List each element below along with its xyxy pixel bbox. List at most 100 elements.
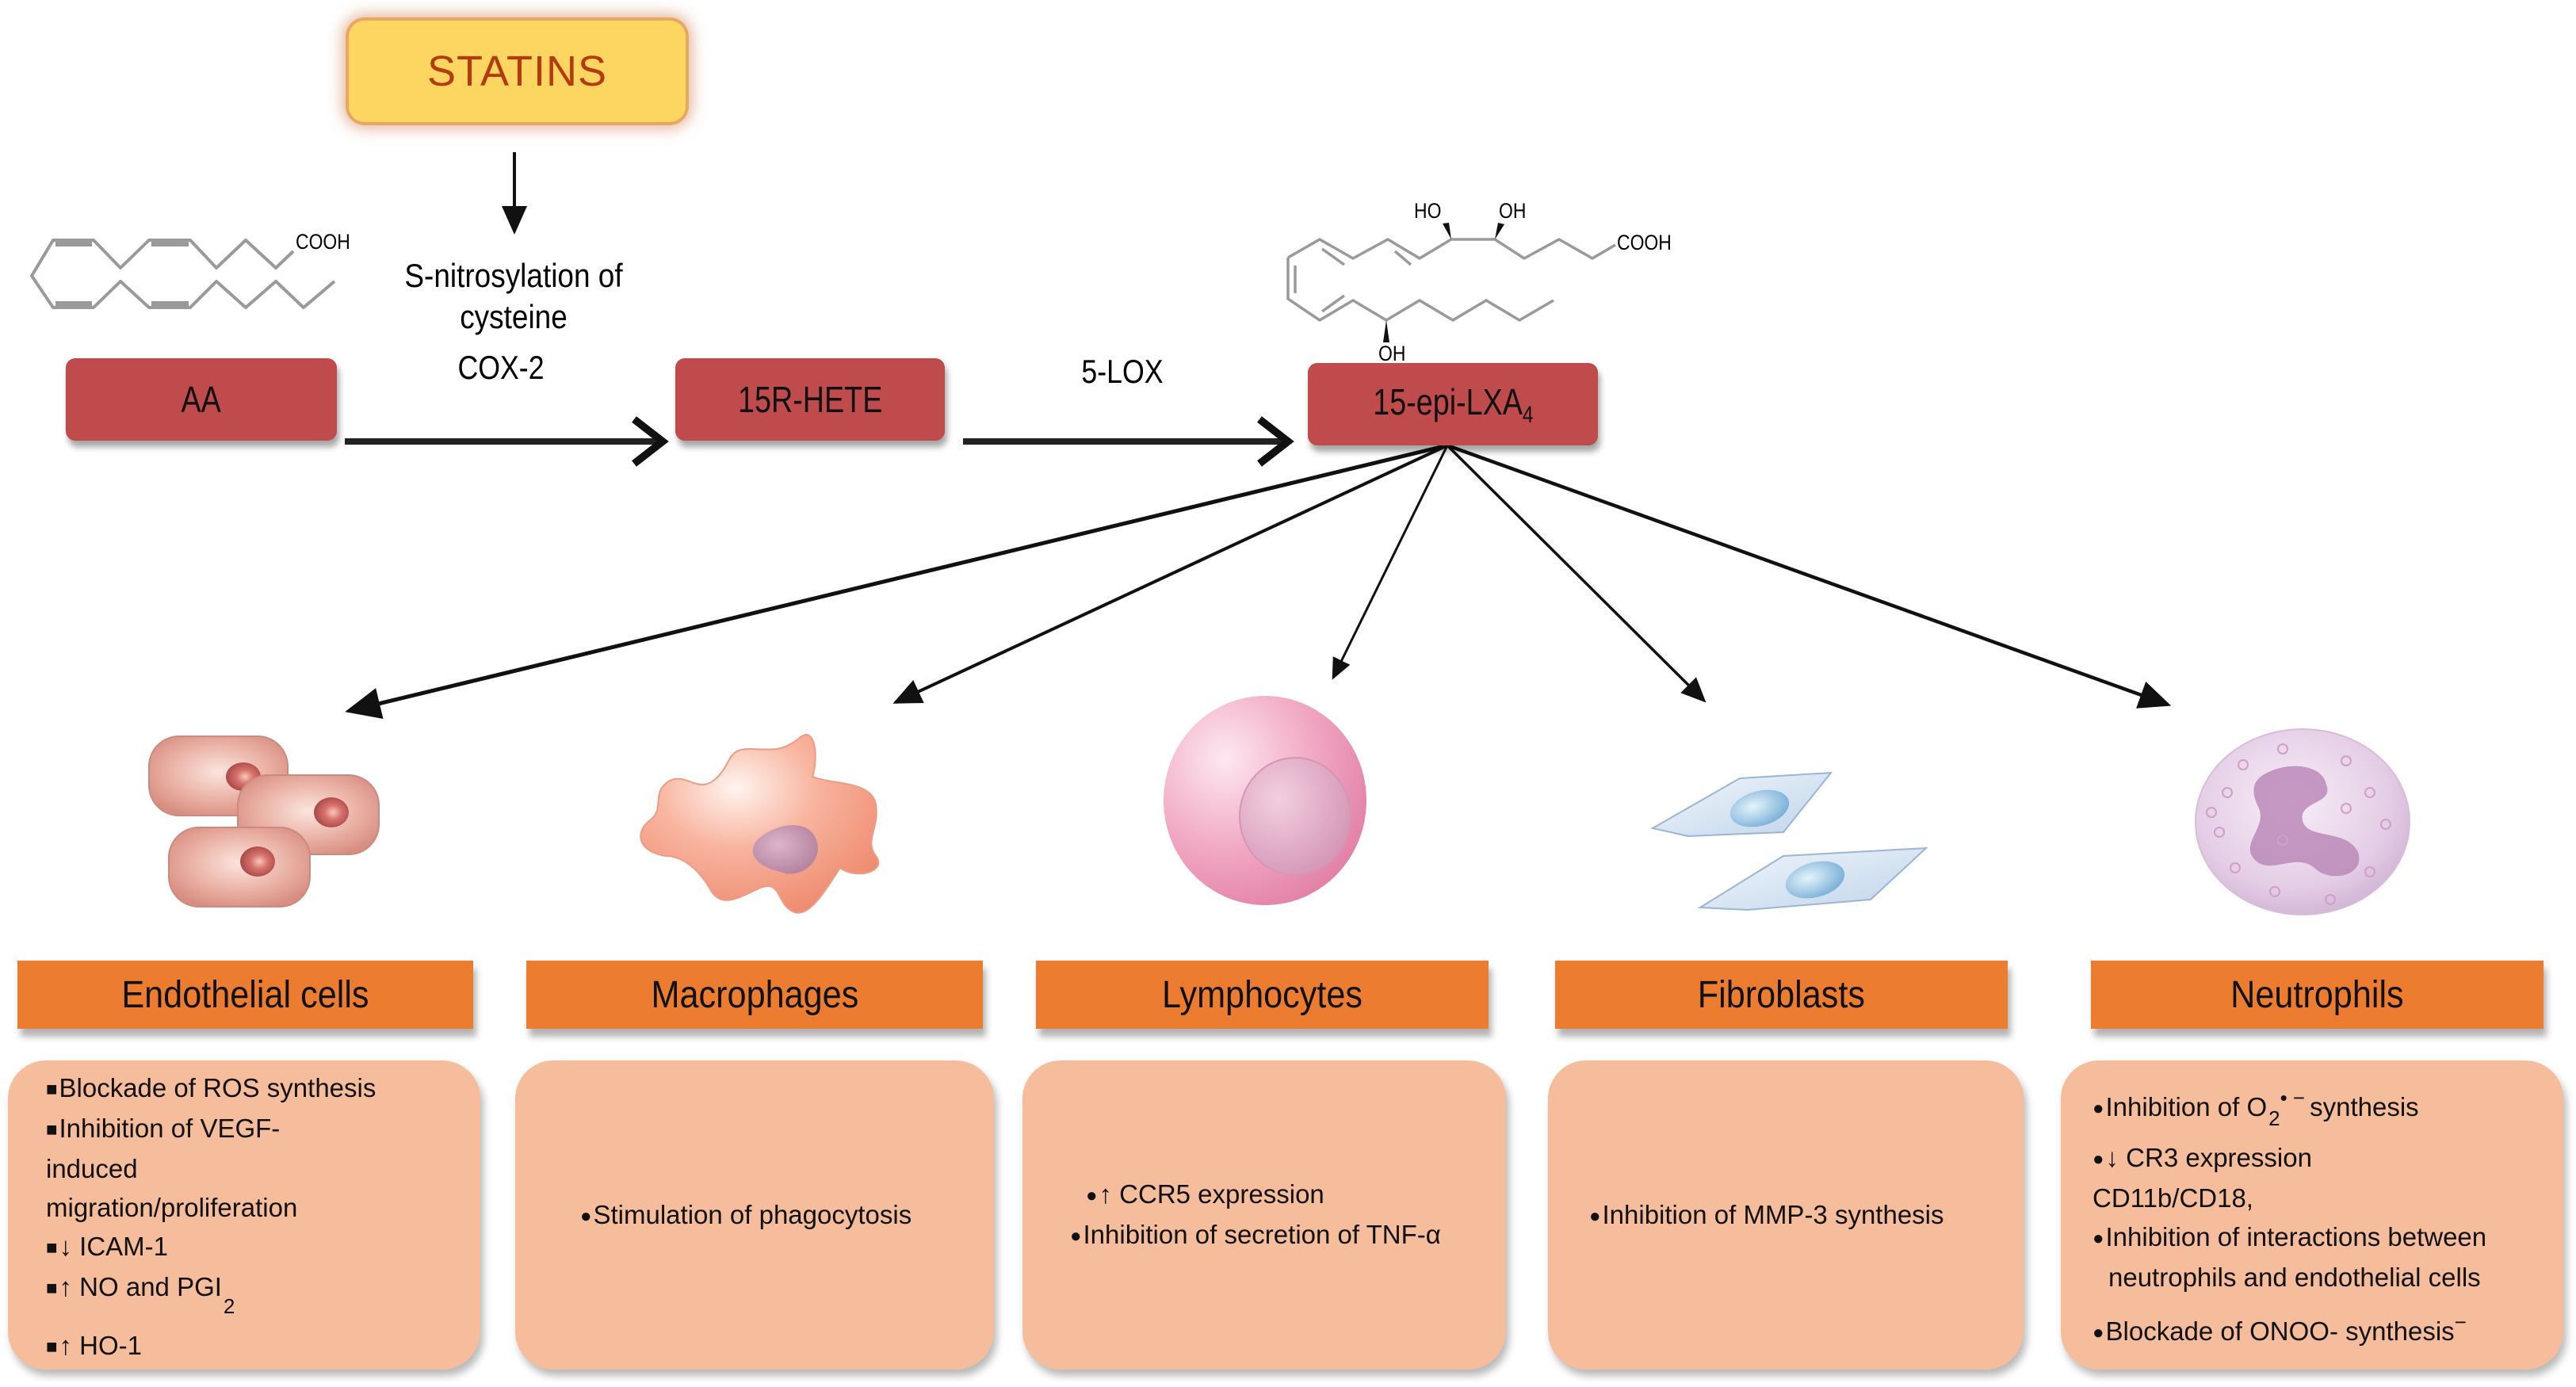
pathway-label-15r-hete: 15R-HETE <box>737 379 883 420</box>
effect-text: Stimulation of phagocytosis <box>593 1199 912 1229</box>
pathway-label-aa: AA <box>181 379 222 420</box>
effect-text: induced <box>46 1154 138 1183</box>
round-bullet-icon: ● <box>2093 1097 2104 1119</box>
effect-item: ■Inhibition of VEGF- <box>46 1109 480 1149</box>
effect-item: ■↓ ICAM-1 <box>46 1227 480 1267</box>
effect-text: ↓ CR3 expression <box>2105 1142 2312 1172</box>
effects-box-macrophages: ●Stimulation of phagocytosis <box>515 1060 994 1370</box>
effect-item: CD11b/CD18, <box>2093 1179 2563 1217</box>
effect-item: ●↓ CR3 expression <box>2093 1138 2563 1179</box>
round-bullet-icon: ● <box>2093 1321 2104 1343</box>
cell-header-lymphocytes: Lymphocytes <box>1036 961 1489 1029</box>
square-bullet-icon: ■ <box>46 1336 58 1358</box>
effect-item: ●Inhibition of interactions between <box>2093 1217 2563 1258</box>
effect-item: induced <box>46 1149 480 1188</box>
round-bullet-icon: ● <box>580 1205 592 1227</box>
cell-header-label: Fibroblasts <box>1697 973 1866 1016</box>
square-bullet-icon: ■ <box>46 1278 58 1299</box>
statins-label: STATINS <box>426 48 607 95</box>
effect-text: ↓ ICAM-1 <box>59 1232 169 1261</box>
enzyme-label-cox2: COX-2 <box>457 349 545 386</box>
effect-text-after: synthesis <box>2310 1091 2419 1121</box>
lxa4-cooh-label: COOH <box>1617 231 1672 254</box>
effect-item: ●↑ CCR5 expression <box>1070 1175 1506 1215</box>
neutrophil-illustration <box>2195 728 2410 915</box>
effect-subscript: 2 <box>2268 1106 2280 1130</box>
round-bullet-icon: ● <box>2093 1148 2104 1170</box>
effect-text: Inhibition of interactions between <box>2105 1221 2487 1251</box>
effect-text: ↑ HO-1 <box>59 1331 143 1360</box>
effect-text: migration/proliferation <box>46 1193 298 1222</box>
effect-text: neutrophils and endothelial cells <box>2108 1262 2481 1292</box>
s-nitrosylation-label: S-nitrosylation of cysteine <box>404 255 622 338</box>
round-bullet-icon: ● <box>2093 1227 2104 1249</box>
cell-header-endothelial: Endothelial cells <box>17 961 473 1029</box>
round-bullet-icon: ● <box>1070 1225 1082 1247</box>
effect-item: ●Inhibition of secretion of TNF-α <box>1070 1215 1506 1255</box>
arrow-to-endothelial <box>345 443 1448 720</box>
lxa4-molecule-structure <box>1286 238 1616 322</box>
square-bullet-icon: ■ <box>46 1237 58 1259</box>
lxa4-oh-bottom-label: OH <box>1378 342 1406 365</box>
effect-text: Inhibition of secretion of TNF-α <box>1083 1220 1441 1249</box>
square-bullet-icon: ■ <box>46 1079 58 1100</box>
cell-header-label: Endothelial cells <box>121 973 369 1016</box>
lxa4-wedge-bonds <box>1383 223 1504 342</box>
s-nitrosylation-line2: cysteine <box>460 298 568 335</box>
radiating-arrows <box>345 443 2172 720</box>
effects-box-fibroblasts: ●Inhibition of MMP-3 synthesis <box>1548 1060 2024 1370</box>
lxa4-subscript: 4 <box>1522 401 1534 428</box>
pathway-box-15-epi-lxa4: 15-epi-LXA4 <box>1308 363 1598 445</box>
effect-text: CD11b/CD18, <box>2093 1183 2253 1213</box>
effect-superscript: − <box>2454 1309 2467 1334</box>
effect-item: ■↑ HO-1 <box>46 1326 480 1366</box>
effect-text: Inhibition of VEGF- <box>59 1114 281 1143</box>
lymphocyte-illustration <box>1164 696 1366 905</box>
s-nitrosylation-line1: S-nitrosylation of <box>404 257 623 294</box>
cell-header-macrophages: Macrophages <box>526 961 983 1029</box>
effect-text: Blockade of ONOO- synthesis <box>2105 1316 2455 1346</box>
cell-header-label: Macrophages <box>651 973 858 1016</box>
aa-cooh-label: COOH <box>296 230 350 254</box>
cell-header-neutrophils: Neutrophils <box>2091 961 2544 1029</box>
effect-text: Inhibition of MMP-3 synthesis <box>1602 1199 1944 1229</box>
lxa4-ho-label: HO <box>1414 199 1442 223</box>
cell-header-label: Neutrophils <box>2230 973 2404 1016</box>
fibroblast-illustration <box>1650 771 1928 911</box>
pathway-box-aa: AA <box>66 358 337 441</box>
pathway-label-15-epi-lxa4: 15-epi-LXA4 <box>1373 380 1533 429</box>
cell-header-label: Lymphocytes <box>1162 973 1363 1016</box>
pathway-box-15r-hete: 15R-HETE <box>675 358 945 441</box>
cell-header-fibroblasts: Fibroblasts <box>1555 961 2008 1029</box>
effect-text: ↑ CCR5 expression <box>1099 1179 1324 1209</box>
effect-item: ●Inhibition of MMP-3 synthesis <box>1589 1195 2024 1236</box>
effect-item: neutrophils and endothelial cells <box>2093 1258 2563 1297</box>
effect-item: ●Stimulation of phagocytosis <box>580 1195 994 1236</box>
round-bullet-icon: ● <box>1086 1185 1098 1206</box>
enzyme-label-5lox: 5-LOX <box>1081 353 1164 390</box>
effects-box-endothelial: ■Blockade of ROS synthesis ■Inhibition o… <box>8 1060 480 1370</box>
arrow-to-lymphocytes <box>1332 445 1449 680</box>
lxa4-oh-top-label: OH <box>1499 199 1527 223</box>
effect-text: Inhibition of O <box>2105 1091 2268 1121</box>
effects-box-neutrophils: ●Inhibition of O2• −synthesis ●↓ CR3 exp… <box>2061 1060 2563 1370</box>
lxa4-main-text: 15-epi-LXA <box>1372 380 1523 422</box>
arrow-to-fibroblasts <box>1446 444 1707 703</box>
round-bullet-icon: ● <box>1589 1205 1601 1227</box>
arrow-to-macrophages <box>892 444 1448 704</box>
effect-text: Blockade of ROS synthesis <box>59 1073 376 1102</box>
effect-item: ●Blockade of ONOO- synthesis− <box>2093 1303 2563 1352</box>
effect-subscript: 2 <box>223 1294 235 1318</box>
effect-superscript: • − <box>2280 1085 2306 1110</box>
effect-item: ■↑ NO and PGI2 <box>46 1267 480 1326</box>
effects-box-lymphocytes: ●↑ CCR5 expression ●Inhibition of secret… <box>1022 1060 1506 1370</box>
aa-molecule-structure <box>30 239 336 309</box>
effect-item: ■Blockade of ROS synthesis <box>46 1068 480 1109</box>
arrow-to-neutrophils <box>1447 443 2172 709</box>
square-bullet-icon: ■ <box>46 1119 58 1141</box>
effect-text: ↑ NO and PGI <box>59 1272 222 1301</box>
effect-item: ●Inhibition of O2• −synthesis <box>2093 1079 2563 1138</box>
endothelial-cells-illustration <box>148 736 380 907</box>
statins-box: STATINS <box>349 21 686 122</box>
